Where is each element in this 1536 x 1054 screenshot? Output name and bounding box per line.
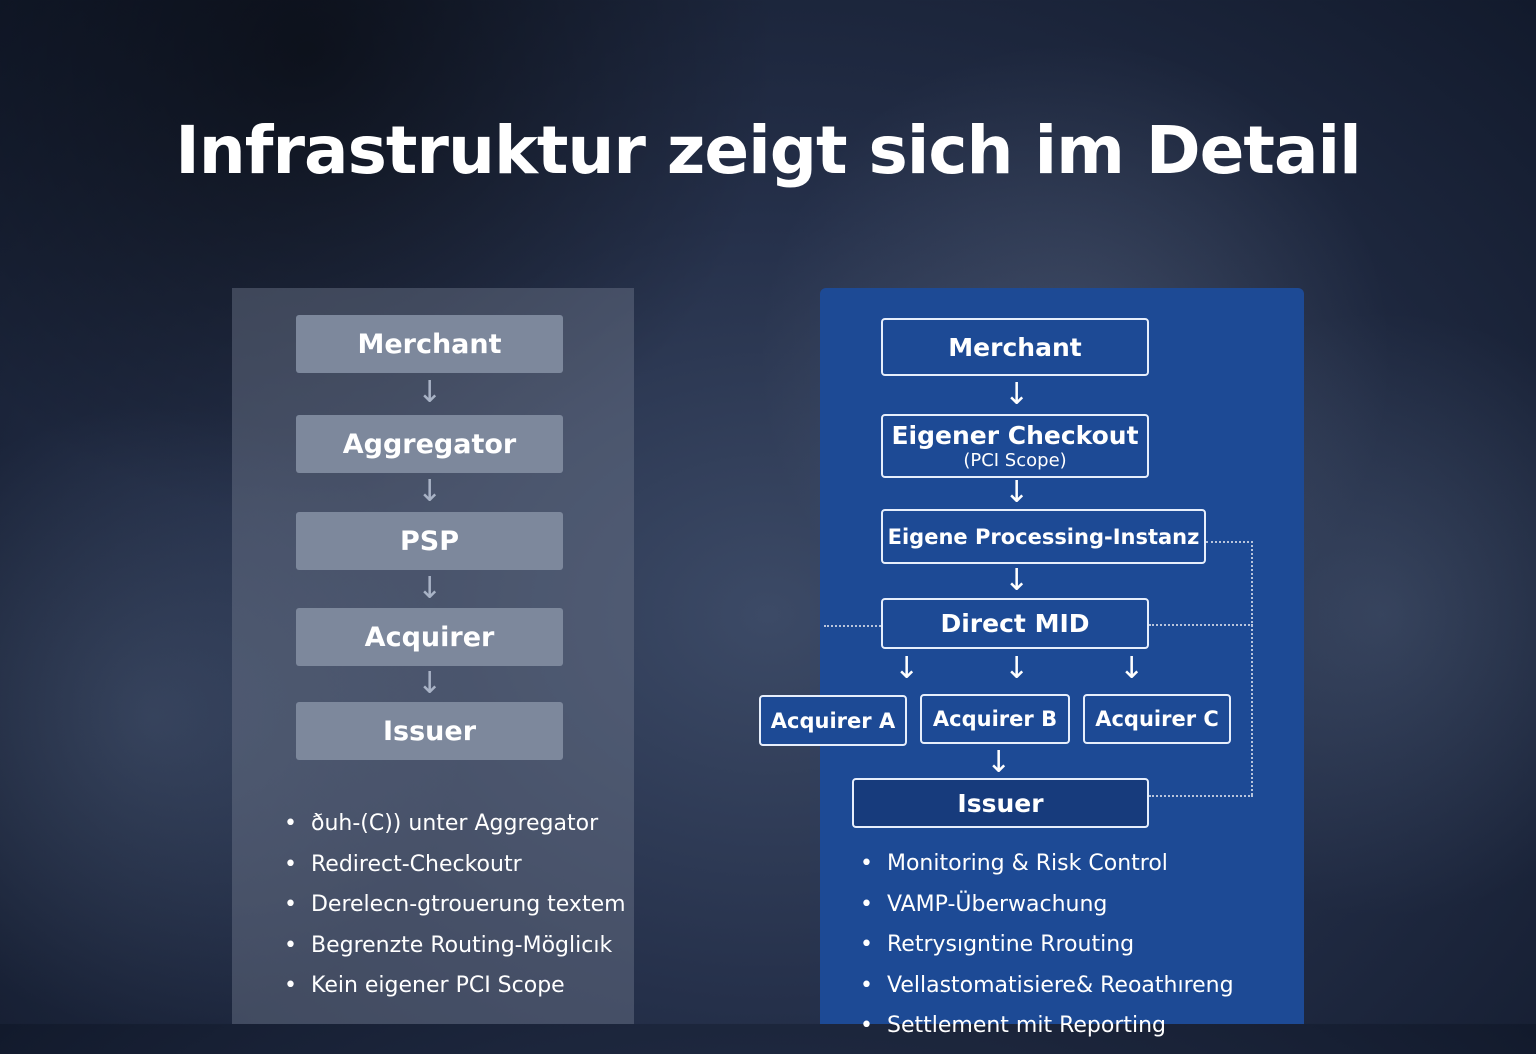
box-label: Acquirer C: [1095, 707, 1219, 731]
left-box-aggregator: Aggregator: [296, 415, 563, 473]
right-box-merchant: Merchant: [881, 318, 1149, 376]
list-item: VAMP-Überwachung: [860, 892, 1234, 933]
list-item: Monitoring & Risk Control: [860, 851, 1234, 892]
box-label: Acquirer B: [932, 707, 1058, 731]
box-label: Eigene Processing-Instanz: [887, 524, 1200, 549]
right-box-processing: Eigene Processing-Instanz: [881, 509, 1206, 564]
right-box-direct-mid: Direct MID: [881, 598, 1149, 649]
right-box-checkout: Eigener Checkout(PCI Scope): [881, 414, 1149, 478]
list-item: Retrysıgntine Rrouting: [860, 932, 1234, 973]
dotted-connector: [824, 625, 881, 627]
arrow-down-icon: ↓: [1004, 651, 1030, 686]
arrow-down-icon: ↓: [1004, 377, 1030, 412]
box-label: Acquirer A: [770, 708, 896, 733]
arrow-down-icon: ↓: [417, 375, 443, 410]
left-box-issuer: Issuer: [296, 702, 563, 760]
list-item: Begrenzte Routing-Möglicık: [284, 933, 626, 974]
left-box-merchant: Merchant: [296, 315, 563, 373]
list-item: ðuh-(C)) unter Aggregator: [284, 811, 626, 852]
arrow-down-icon: ↓: [1004, 563, 1030, 598]
list-item: Redirect-Checkoutr: [284, 852, 626, 893]
right-bullet-list: Monitoring & Risk Control VAMP-Überwachu…: [860, 851, 1234, 1054]
left-box-psp: PSP: [296, 512, 563, 570]
dotted-connector: [1149, 624, 1253, 626]
left-box-acquirer: Acquirer: [296, 608, 563, 666]
box-label: Issuer: [957, 788, 1044, 818]
right-box-acquirer-b: Acquirer B: [920, 694, 1070, 744]
box-sublabel: (PCI Scope): [963, 450, 1067, 471]
right-box-acquirer-c: Acquirer C: [1083, 694, 1231, 744]
box-label: Direct MID: [940, 609, 1090, 638]
list-item: Derelecn-gtrouerung textem: [284, 892, 626, 933]
page-title: Infrastruktur zeigt sich im Detail: [175, 112, 1362, 189]
dotted-connector: [1149, 795, 1253, 797]
box-label: Merchant: [948, 332, 1082, 362]
list-item: Kein eigener PCI Scope: [284, 973, 626, 1014]
arrow-down-icon: ↓: [417, 666, 443, 701]
right-box-acquirer-a: Acquirer A: [759, 695, 907, 746]
box-label: Eigener Checkout: [891, 421, 1139, 450]
arrow-down-icon: ↓: [417, 571, 443, 606]
arrow-down-icon: ↓: [894, 651, 920, 686]
list-item: Vellastomatisiere& Reoathıreng: [860, 973, 1234, 1014]
arrow-down-icon: ↓: [1119, 651, 1145, 686]
list-item: Settlement mit Reporting: [860, 1013, 1234, 1054]
right-box-issuer: Issuer: [852, 778, 1149, 828]
arrow-down-icon: ↓: [1004, 475, 1030, 510]
arrow-down-icon: ↓: [417, 474, 443, 509]
arrow-down-icon: ↓: [986, 745, 1012, 780]
dotted-connector: [1206, 541, 1253, 795]
left-bullet-list: ðuh-(C)) unter Aggregator Redirect-Check…: [284, 811, 626, 1014]
